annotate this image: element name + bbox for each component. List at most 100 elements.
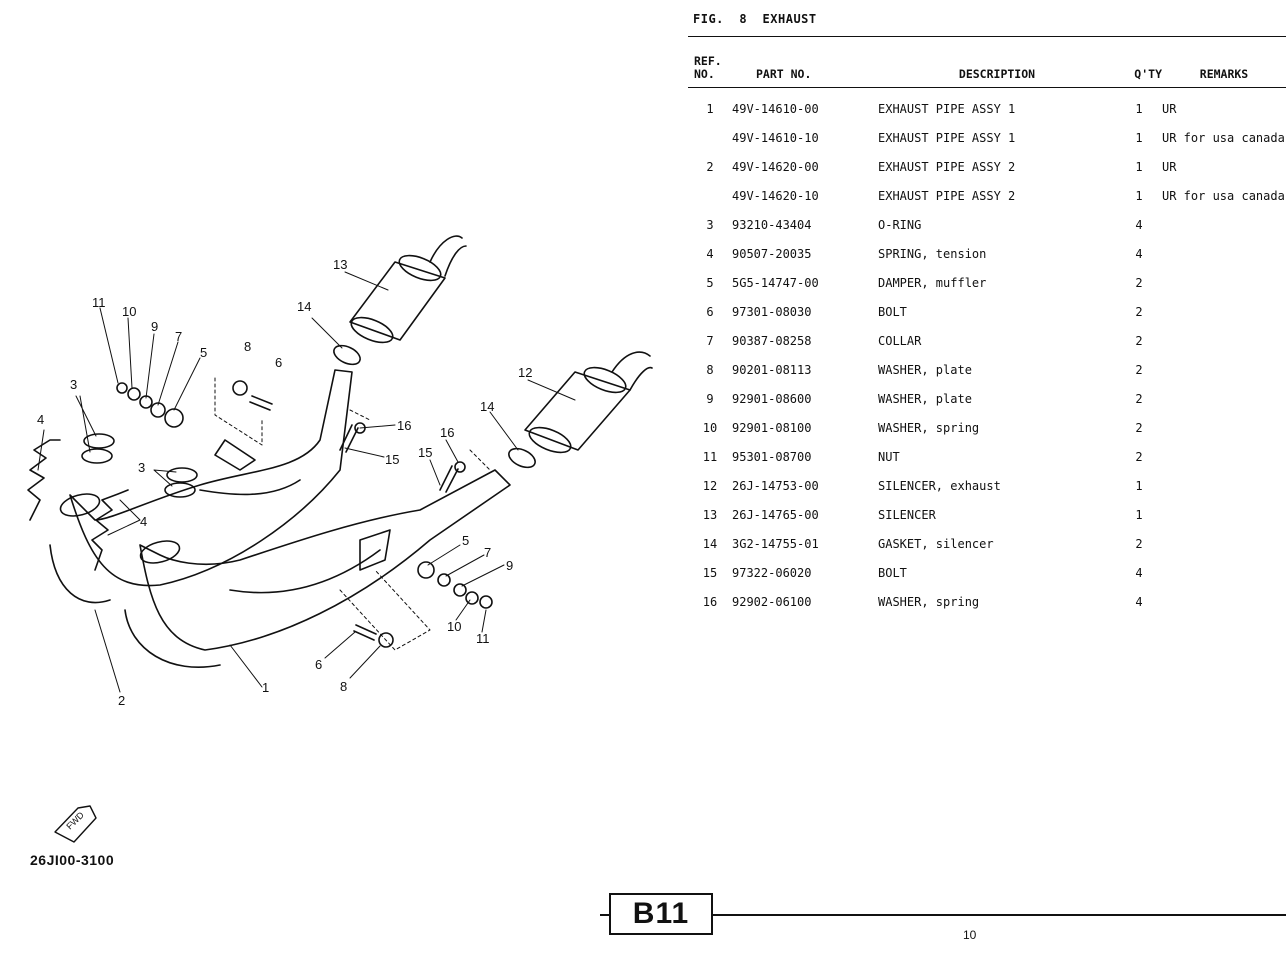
description-cell: EXHAUST PIPE ASSY 1 xyxy=(878,130,1016,145)
exhaust-exploded-diagram: FWD 13 14 12 14 16 16 15 15 11 10 9 7 5 … xyxy=(27,235,653,868)
qty-cell: 4 xyxy=(1135,217,1143,232)
remarks-cell xyxy=(1162,587,1286,616)
description-cell: EXHAUST PIPE ASSY 2 xyxy=(878,159,1016,174)
callout-15-upper: 15 xyxy=(385,452,400,467)
spring-mid-drawing xyxy=(91,489,129,571)
callout-10-lower: 10 xyxy=(447,619,462,634)
remarks-cell: UR xyxy=(1162,159,1177,174)
description-cell: GASKET, silencer xyxy=(878,536,994,551)
remarks-cell: UR xyxy=(1162,101,1177,116)
part-no-cell: 92901-08600 xyxy=(732,391,812,406)
description-cell: SILENCER xyxy=(878,507,936,522)
remarks-cell xyxy=(1162,326,1286,355)
qty-cell: 4 xyxy=(1135,565,1143,580)
callout-4-lower: 4 xyxy=(140,514,148,529)
remarks-cell: UR for usa canada xyxy=(1162,130,1285,145)
part-no-cell: 26J-14753-00 xyxy=(732,478,819,493)
gasket-upper xyxy=(333,344,361,366)
remarks-cell xyxy=(1162,239,1286,268)
ref-no-cell: 15 xyxy=(702,565,718,580)
qty-cell: 1 xyxy=(1135,188,1143,203)
ref-no-cell: 3 xyxy=(706,217,714,232)
callout-8-upper: 8 xyxy=(244,339,252,354)
figure-name: EXHAUST xyxy=(762,12,817,26)
ref-no-cell: 1 xyxy=(706,101,714,116)
o-ring-mid-b xyxy=(164,482,196,498)
description-cell: WASHER, plate xyxy=(878,362,972,377)
remarks-cell xyxy=(1162,210,1286,239)
remarks-cell: UR for usa canada xyxy=(1162,188,1285,203)
callout-15-lower: 15 xyxy=(418,445,433,460)
part-no-cell: 92902-06100 xyxy=(732,594,812,609)
description-cell: BOLT xyxy=(878,565,907,580)
description-cell: WASHER, spring xyxy=(878,420,980,435)
gasket-lower xyxy=(508,447,536,469)
callout-4-upper: 4 xyxy=(37,412,45,427)
qty-cell: 2 xyxy=(1135,333,1143,348)
ref-no-cell: 11 xyxy=(702,449,718,464)
remarks-cell xyxy=(1162,529,1286,558)
part-no-cell: 49V-14620-00 xyxy=(732,159,819,174)
qty-cell: 1 xyxy=(1135,130,1143,145)
part-no-cell: 90201-08113 xyxy=(732,362,812,377)
figure-label: FIG. xyxy=(693,12,724,26)
qty-cell: 2 xyxy=(1135,275,1143,290)
header-part-no: PART NO. xyxy=(732,36,878,88)
qty-cell: 2 xyxy=(1135,536,1143,551)
o-ring-top-a xyxy=(83,433,115,449)
ref-no-cell: 4 xyxy=(706,246,714,261)
description-cell: WASHER, plate xyxy=(878,391,972,406)
description-cell: EXHAUST PIPE ASSY 1 xyxy=(878,101,1016,116)
exhaust-pipe-2-drawing xyxy=(49,369,353,604)
part-no-cell: 97322-06020 xyxy=(732,565,812,580)
header-remarks: REMARKS xyxy=(1162,36,1286,88)
callout-2: 2 xyxy=(118,693,126,708)
silencer-12-drawing xyxy=(524,351,653,454)
remarks-cell xyxy=(1162,558,1286,587)
callout-10-upper: 10 xyxy=(122,304,137,319)
qty-cell: 2 xyxy=(1135,304,1143,319)
part-no-cell: 97301-08030 xyxy=(732,304,812,319)
o-ring-top-b xyxy=(81,448,113,464)
callout-11-upper: 11 xyxy=(92,295,106,310)
callout-1: 1 xyxy=(262,680,270,695)
ref-no-cell: 13 xyxy=(702,507,718,522)
remarks-cell xyxy=(1162,355,1286,384)
catalog-code: 26JI00-3100 xyxy=(30,852,115,868)
part-no-cell: 93210-43404 xyxy=(732,217,812,232)
ref-no-cell xyxy=(688,181,732,210)
remarks-cell xyxy=(1162,413,1286,442)
part-no-cell: 49V-14610-00 xyxy=(732,101,819,116)
qty-cell: 2 xyxy=(1135,420,1143,435)
ref-no-cell: 2 xyxy=(706,159,714,174)
ref-no-cell: 6 xyxy=(706,304,714,319)
page-section-badge: B11 xyxy=(609,893,713,935)
ref-no-cell: 5 xyxy=(706,275,714,290)
callout-9-upper: 9 xyxy=(151,319,159,334)
callout-7-upper: 7 xyxy=(175,329,183,344)
qty-cell: 4 xyxy=(1135,594,1143,609)
ref-no-cell: 12 xyxy=(702,478,718,493)
callout-6-lower: 6 xyxy=(315,657,323,672)
callout-8-lower: 8 xyxy=(340,679,348,694)
remarks-cell xyxy=(1162,471,1286,500)
callout-7-lower: 7 xyxy=(484,545,492,560)
callout-3-lower: 3 xyxy=(138,460,146,475)
table-header-row: REF. NO. PART NO. DESCRIPTION Q'TY REMAR… xyxy=(688,36,1286,88)
callout-12: 12 xyxy=(518,365,533,380)
description-cell: SILENCER, exhaust xyxy=(878,478,1001,493)
spring-left-drawing xyxy=(27,439,61,521)
